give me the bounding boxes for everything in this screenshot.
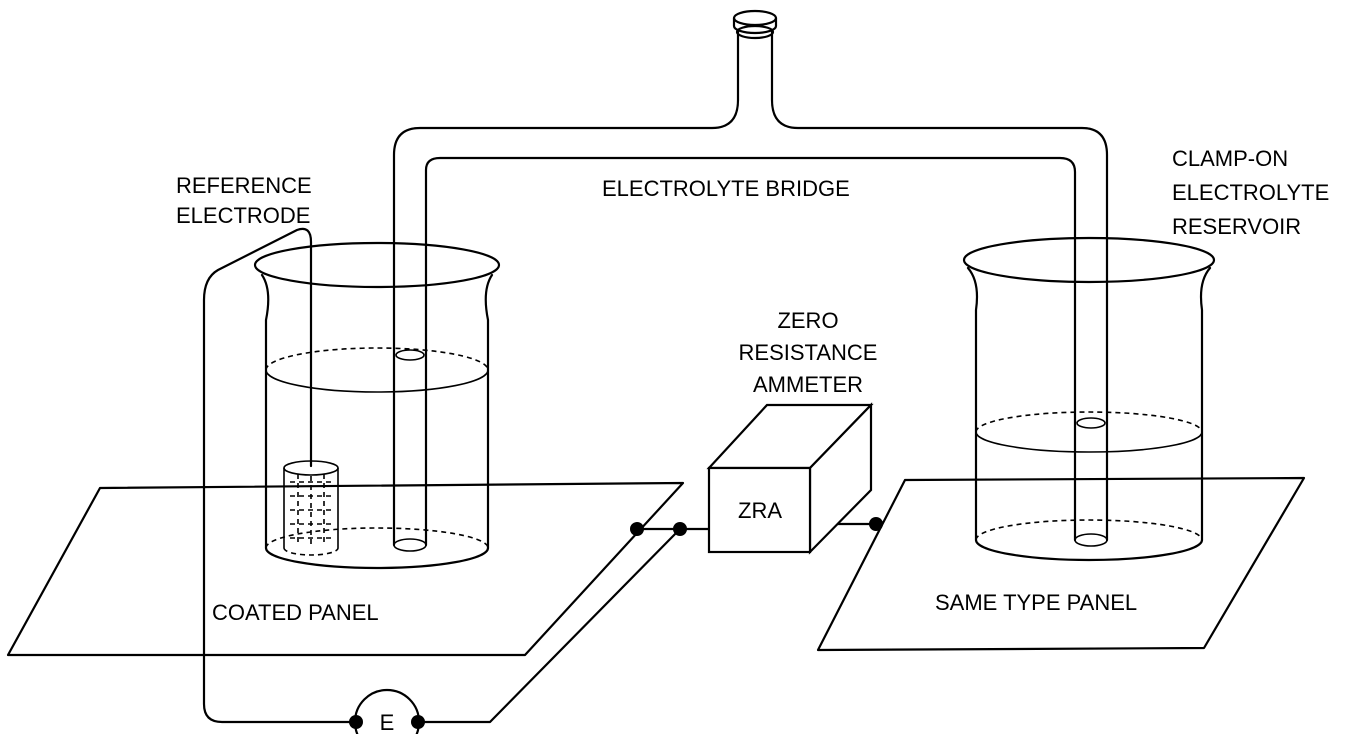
right-beaker	[962, 236, 1216, 562]
reservoir-label-line1: CLAMP-ON	[1172, 146, 1288, 171]
electrolyte-bridge-tube	[392, 28, 1109, 552]
node-dot	[673, 522, 687, 536]
same-type-panel	[816, 476, 1306, 652]
electrolyte-bridge-label: ELECTROLYTE BRIDGE	[602, 176, 850, 201]
zra-title-line1: ZERO	[777, 308, 838, 333]
wiring	[416, 522, 878, 724]
reservoir-label-line3: RESERVOIR	[1172, 214, 1301, 239]
coated-panel-label: COATED PANEL	[212, 600, 379, 625]
reservoir-label-line2: ELECTROLYTE	[1172, 180, 1329, 205]
reference-electrode	[202, 227, 358, 724]
reservoir-cap	[732, 9, 778, 40]
reference-electrode-label-line1: REFERENCE	[176, 173, 312, 198]
voltmeter	[349, 688, 425, 734]
node-dot	[869, 517, 883, 531]
node-dot	[630, 522, 644, 536]
same-type-panel-label: SAME TYPE PANEL	[935, 590, 1137, 615]
reference-electrode-label-line2: ELECTRODE	[176, 203, 310, 228]
zra-title-line3: AMMETER	[753, 372, 863, 397]
voltmeter-label: E	[380, 710, 395, 734]
zra-box-label: ZRA	[738, 498, 782, 523]
zra-box	[706, 402, 874, 555]
left-beaker	[253, 241, 501, 570]
zra-title-line2: RESISTANCE	[739, 340, 878, 365]
